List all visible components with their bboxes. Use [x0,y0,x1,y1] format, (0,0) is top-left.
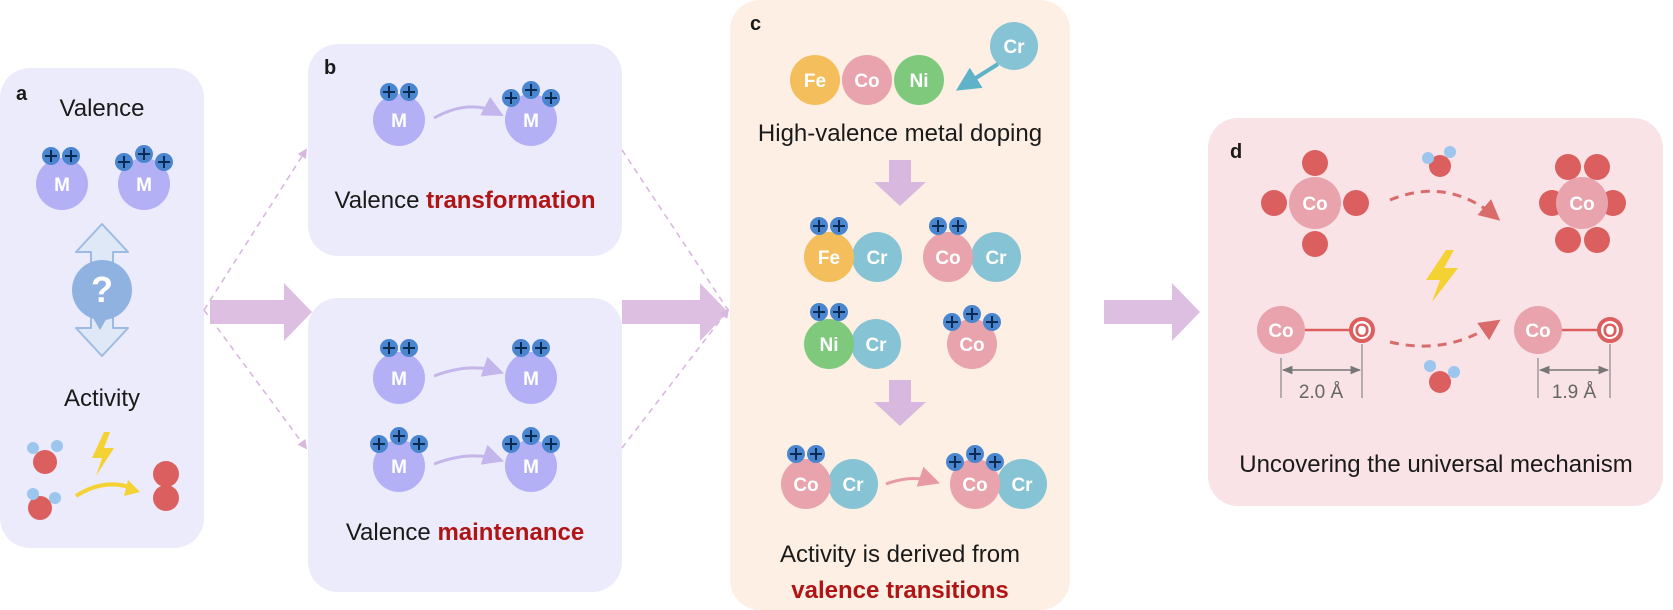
big-arrow-b-to-c [622,283,728,341]
svg-text:?: ? [91,269,113,310]
bond-length-after: 1.9 Å [1537,344,1611,403]
down-arrow-icon [874,160,926,206]
svg-text:M: M [523,457,539,478]
valence-transitions-caption: valence transitions [791,577,1008,604]
water-molecule-icon [1424,360,1460,393]
svg-text:Cr: Cr [865,335,887,356]
arrow-icon [1389,189,1501,221]
activity-derived-caption: Activity is derived from [780,541,1020,568]
svg-text:Co: Co [962,475,987,496]
svg-text:O: O [1355,321,1370,342]
svg-text:M: M [391,111,407,132]
valence-title: Valence [60,95,145,122]
oxygen-molecule-icon [153,461,179,511]
panel-b-top-box [308,44,622,256]
valence-transformation-caption: Valence transformation [335,187,596,214]
water-molecule-icon [27,488,61,520]
svg-text:1.9 Å: 1.9 Å [1552,382,1597,403]
svg-text:Fe: Fe [804,71,826,92]
metal-ion-trivalent: M [502,81,560,146]
svg-text:Cr: Cr [1011,475,1033,496]
doping-title: High-valence metal doping [758,120,1042,147]
svg-text:Co: Co [1268,321,1293,342]
svg-text:M: M [54,175,70,196]
co-cr-after: Cr Co [946,445,1047,509]
element-fe: Fe [790,55,840,105]
co-o-bond-before: Co O [1257,306,1375,354]
activity-title: Activity [64,385,140,412]
lightning-icon [92,432,114,476]
valence-maintenance-caption: Valence maintenance [346,519,584,546]
metal-ion-trivalent: M [115,145,173,210]
svg-text:M: M [391,457,407,478]
question-icon: ? [72,260,132,330]
svg-text:Co: Co [1569,194,1594,215]
panel-b-bottom-box [308,298,622,592]
co-trivalent: Co [943,305,1001,369]
water-molecule-icon [27,440,63,474]
metal-ion-trivalent: M [502,427,560,492]
down-arrow-icon [874,380,926,426]
big-arrow-a-to-b [210,283,312,341]
arrow-icon [433,96,504,120]
panel-b-label: b [324,57,336,79]
charge-icon [42,147,80,165]
panel-c-label: c [750,13,761,35]
metal-ion-divalent: M [505,339,557,404]
bond-length-before: 2.0 Å [1280,344,1363,403]
fe-cr-pair: Cr Fe [804,217,902,282]
element-cr-dopant: Cr [990,22,1038,70]
lightning-icon [1426,250,1458,302]
metal-ion-divalent: M [373,339,425,404]
metal-ion-divalent: M [373,83,425,146]
co-tetrahedral: Co [1261,150,1369,257]
svg-text:Co: Co [1302,194,1327,215]
metal-ion-trivalent: M [370,427,428,492]
svg-text:M: M [136,175,152,196]
panel-a-label: a [16,83,28,105]
arrow-icon [433,356,504,378]
svg-text:O: O [1603,321,1618,342]
big-arrow-c-to-d [1104,283,1200,341]
ni-cr-pair: Cr Ni [804,303,901,369]
svg-text:Co: Co [959,335,984,356]
dashed-branch-lines [203,148,730,450]
svg-text:Co: Co [1525,321,1550,342]
svg-text:Ni: Ni [820,335,839,356]
water-molecule-icon [1422,146,1456,177]
svg-text:Cr: Cr [1003,37,1025,58]
svg-text:Ni: Ni [910,71,929,92]
svg-text:M: M [391,369,407,390]
svg-text:2.0 Å: 2.0 Å [1299,382,1344,403]
arrow-icon [433,444,504,466]
svg-text:Cr: Cr [985,248,1007,269]
element-co: Co [842,55,892,105]
arrow-icon [1389,319,1501,348]
svg-text:Fe: Fe [818,248,840,269]
svg-text:M: M [523,111,539,132]
svg-text:Co: Co [935,248,960,269]
panel-d-label: d [1230,141,1242,163]
element-ni: Ni [894,55,944,105]
svg-text:Co: Co [793,475,818,496]
doping-arrow-icon [955,62,1000,91]
co-o-bond-after: Co O [1514,306,1623,354]
co-octahedral: Co [1539,154,1626,253]
co-cr-before: Cr Co [781,445,878,509]
arrow-icon [885,466,940,487]
co-cr-pair: Cr Co [923,217,1021,282]
metal-ion-divalent: M [36,147,88,210]
mechanism-caption: Uncovering the universal mechanism [1239,451,1633,478]
svg-text:M: M [523,369,539,390]
svg-text:Co: Co [854,71,879,92]
svg-text:Cr: Cr [842,475,864,496]
svg-text:Cr: Cr [866,248,888,269]
charge-icon [115,145,173,171]
